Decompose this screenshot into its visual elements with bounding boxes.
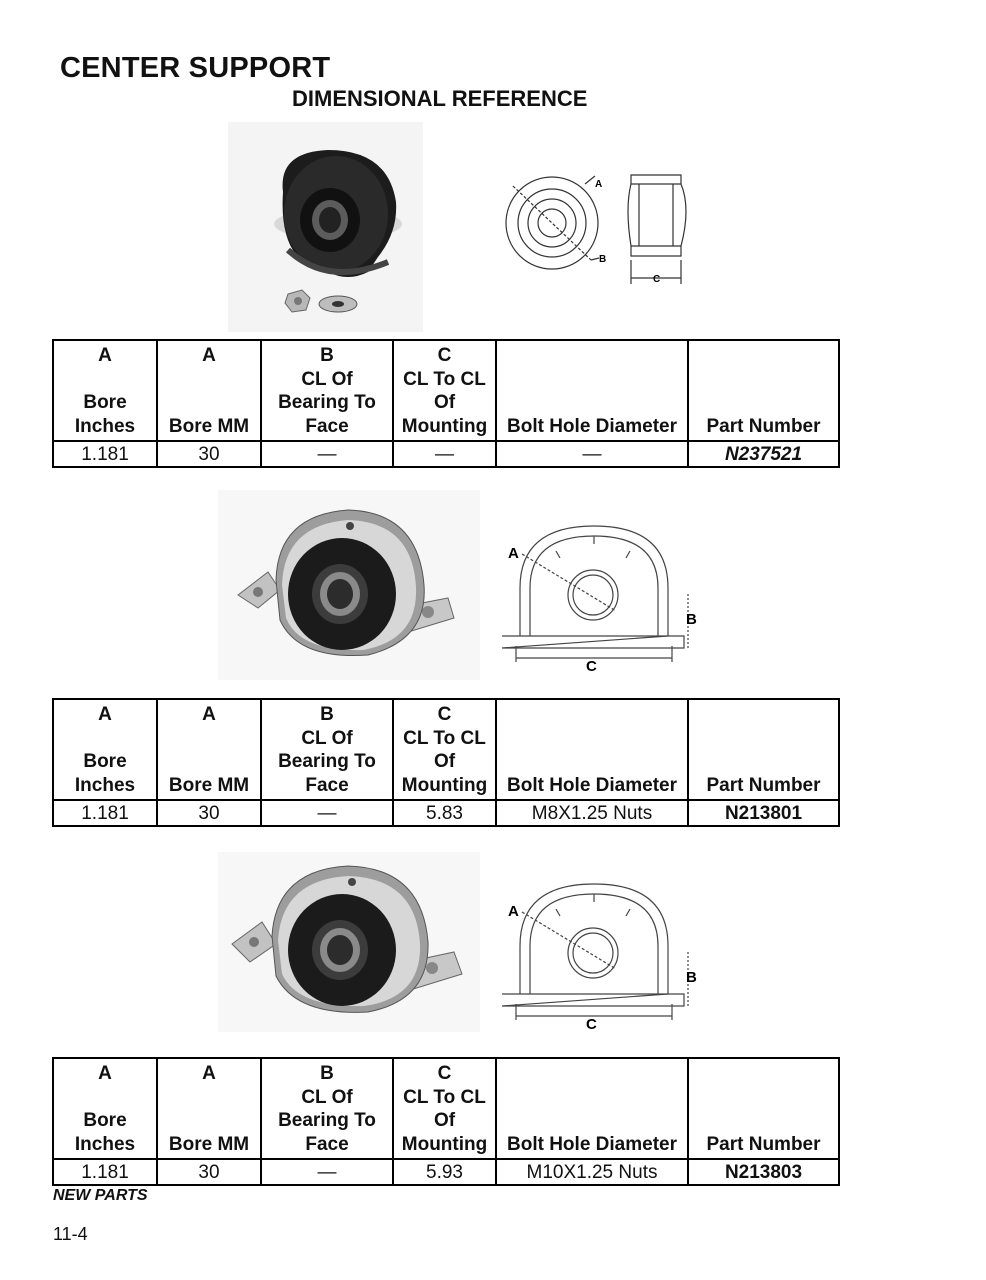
- page-number: 11-4: [53, 1224, 88, 1244]
- col-part-number: Part Number: [687, 1057, 840, 1160]
- page-title: CENTER SUPPORT: [60, 52, 331, 84]
- bracket-center-support-photo-m10: [218, 852, 480, 1032]
- col-bolt-hole: Bolt Hole Diameter: [495, 1057, 689, 1160]
- label-b: B: [686, 969, 697, 986]
- cl-mounting-cell: 5.83: [392, 799, 497, 827]
- label-c: C: [653, 274, 660, 285]
- label-b: B: [599, 254, 606, 265]
- bore-mm-cell: 30: [156, 799, 262, 827]
- table-row: 1.181 30 — — — N237521: [52, 440, 840, 468]
- cl-bearing-face-cell: —: [260, 440, 394, 468]
- page-subtitle: DIMENSIONAL REFERENCE: [292, 86, 588, 111]
- rubber-center-support-photo: [228, 122, 423, 332]
- cl-mounting-cell: —: [392, 440, 497, 468]
- footnote-new-parts: NEW PARTS: [53, 1187, 148, 1204]
- bore-mm-cell: 30: [156, 440, 262, 468]
- bore-inches-cell: 1.181: [52, 799, 158, 827]
- bearing-front-side-diagram: A B C: [505, 174, 687, 285]
- col-part-number: Part Number: [687, 698, 840, 801]
- table-row: 1.181 30 — 5.93 M10X1.25 Nuts N213803: [52, 1158, 840, 1186]
- bore-inches-cell: 1.181: [52, 440, 158, 468]
- label-a: A: [595, 179, 602, 190]
- bracket-dimension-diagram-m8: A B C: [501, 525, 697, 675]
- col-bolt-hole: Bolt Hole Diameter: [495, 698, 689, 801]
- cl-mounting-cell: 5.93: [392, 1158, 497, 1186]
- col-part-number: Part Number: [687, 339, 840, 442]
- label-b: B: [686, 611, 697, 628]
- table-row: 1.181 30 — 5.83 M8X1.25 Nuts N213801: [52, 799, 840, 827]
- bolt-hole-cell: —: [495, 440, 689, 468]
- label-c: C: [586, 1016, 597, 1033]
- bolt-hole-cell: M10X1.25 Nuts: [495, 1158, 689, 1186]
- cl-bearing-face-cell: —: [260, 1158, 394, 1186]
- bracket-center-support-photo-m8: [218, 490, 480, 680]
- label-a: A: [508, 903, 519, 920]
- bore-inches-cell: 1.181: [52, 1158, 158, 1186]
- cl-bearing-face-cell: —: [260, 799, 394, 827]
- part-number-cell: N213803: [687, 1158, 840, 1186]
- part-number-cell: N237521: [687, 440, 840, 468]
- bore-mm-cell: 30: [156, 1158, 262, 1186]
- label-a: A: [508, 545, 519, 562]
- bolt-hole-cell: M8X1.25 Nuts: [495, 799, 689, 827]
- col-bolt-hole: Bolt Hole Diameter: [495, 339, 689, 442]
- part-number-cell: N213801: [687, 799, 840, 827]
- bracket-dimension-diagram-m10: A B C: [501, 883, 697, 1033]
- label-c: C: [586, 658, 597, 675]
